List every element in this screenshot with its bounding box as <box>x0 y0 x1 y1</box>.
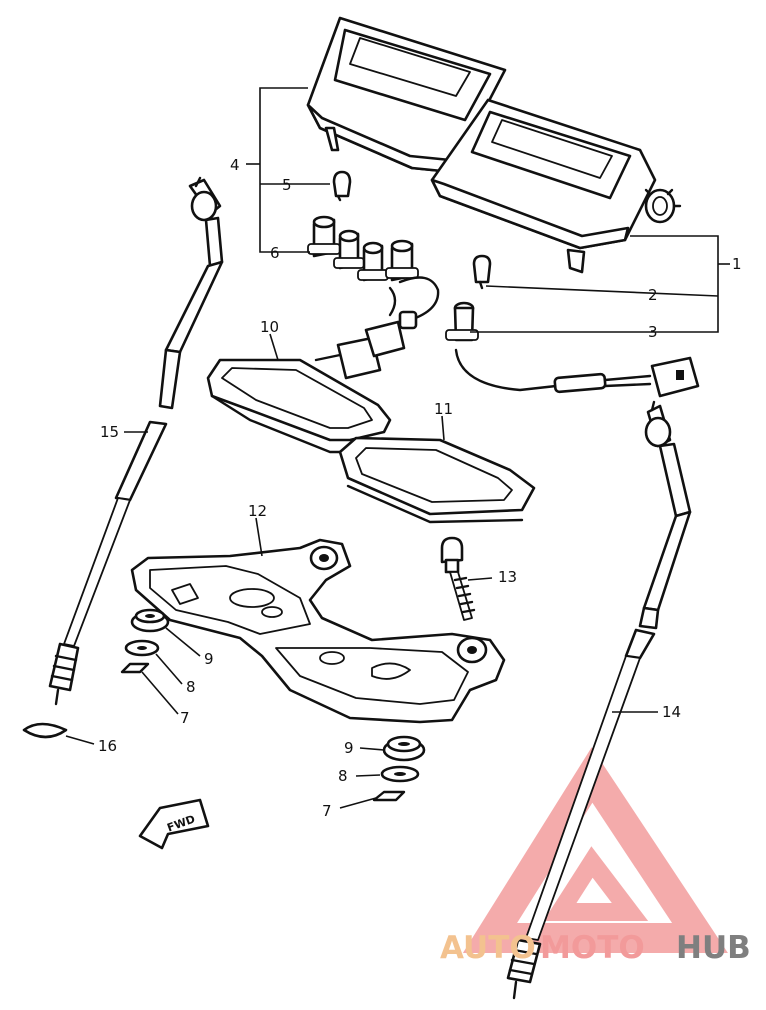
callout-8-left: 8 <box>186 678 196 696</box>
damper-9-left <box>130 608 170 633</box>
socket-connector <box>314 310 418 380</box>
callout-15: 15 <box>100 423 119 441</box>
callout-9-left: 9 <box>204 650 214 668</box>
callout-7-left: 7 <box>180 709 190 727</box>
clip-7-right <box>372 790 406 802</box>
callout-9-right: 9 <box>344 739 354 757</box>
callout-11: 11 <box>434 400 453 418</box>
callout-5: 5 <box>282 176 292 194</box>
callout-labels: 1 2 3 4 5 6 10 11 12 13 14 15 16 9 8 7 9… <box>98 156 742 820</box>
callout-14: 14 <box>662 703 681 721</box>
collar-8-right <box>380 765 420 783</box>
meter-damper-11 <box>338 436 536 524</box>
callout-16: 16 <box>98 737 117 755</box>
clip-7-left <box>120 662 150 674</box>
indicator-bulb-2 <box>472 254 492 290</box>
callout-12: 12 <box>248 502 267 520</box>
callout-6: 6 <box>270 244 280 262</box>
indicator-bulb-5 <box>332 170 352 202</box>
circlip-16 <box>22 722 68 739</box>
callout-3: 3 <box>648 323 658 341</box>
trip-reset-knob <box>644 188 682 224</box>
forward-direction-marker: FWD <box>138 798 210 850</box>
bolt-13 <box>440 536 476 621</box>
watermark-hub: HUB <box>676 930 751 966</box>
meter-damper-10 <box>206 358 392 454</box>
collar-8-left <box>124 639 160 657</box>
watermark-auto: AUTO <box>440 930 536 966</box>
speedometer-cable-15 <box>48 176 224 706</box>
callout-10: 10 <box>260 318 279 336</box>
callout-2: 2 <box>648 286 658 304</box>
callout-7-right: 7 <box>322 802 332 820</box>
bulb-socket-3 <box>445 301 700 398</box>
bulb-socket-set-6 <box>307 215 440 380</box>
callout-4: 4 <box>230 156 240 174</box>
damper-9-right <box>382 735 426 762</box>
callout-1: 1 <box>732 255 742 273</box>
watermark-moto: MOTO <box>540 930 645 966</box>
callout-8-right: 8 <box>338 767 348 785</box>
callout-13: 13 <box>498 568 517 586</box>
tachometer-cable-14 <box>506 400 692 1000</box>
meter-bracket-12 <box>130 538 506 724</box>
speedometer-housing <box>306 16 507 174</box>
tachometer-housing <box>430 98 682 274</box>
leader-lines <box>65 87 730 809</box>
watermark-logo <box>462 747 728 953</box>
watermark-text: AUTO MOTO HUB <box>440 930 751 966</box>
